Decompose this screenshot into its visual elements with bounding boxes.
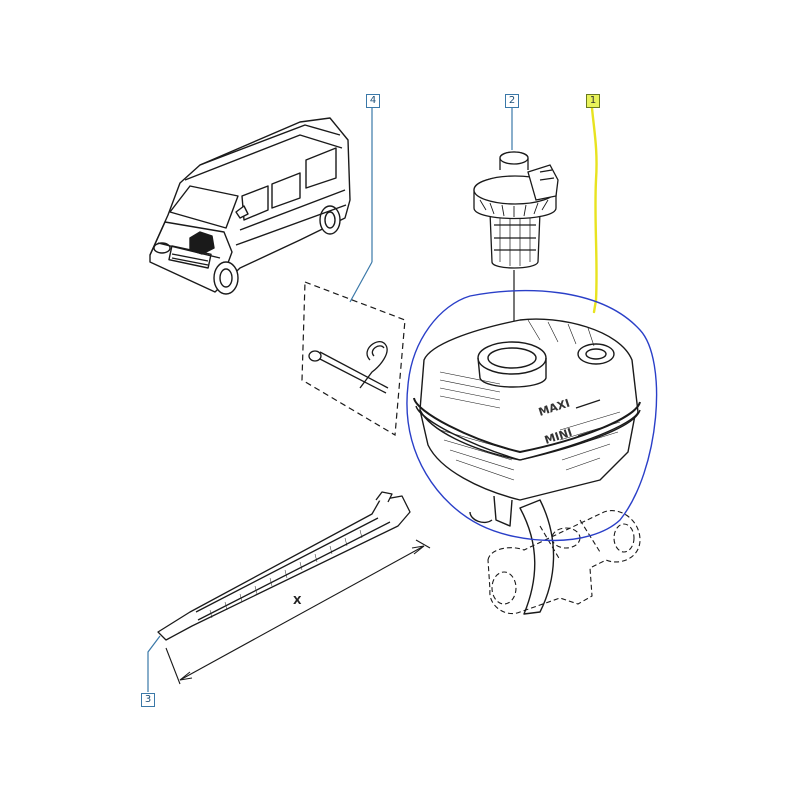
callout-1-leader [590,106,598,314]
dimension-x-label: X [293,594,302,607]
cable-tie [157,491,411,641]
callout-4-leader [349,107,373,303]
selection-outline [406,289,658,542]
callout-2: 2 [505,94,519,108]
callout-1: 1 [586,94,600,108]
reservoir-cap-sensor [473,151,559,269]
callout-3: 3 [141,693,155,707]
callout-4: 4 [366,94,380,108]
clevis-pin-and-clip [308,341,389,394]
brake-fluid-reservoir [413,318,641,615]
callout-3-leader [147,635,161,692]
dimension-line [165,539,431,685]
pin-kit-dashed-frame [301,281,406,437]
master-cylinder-phantom [487,510,641,614]
van-illustration [149,117,351,295]
